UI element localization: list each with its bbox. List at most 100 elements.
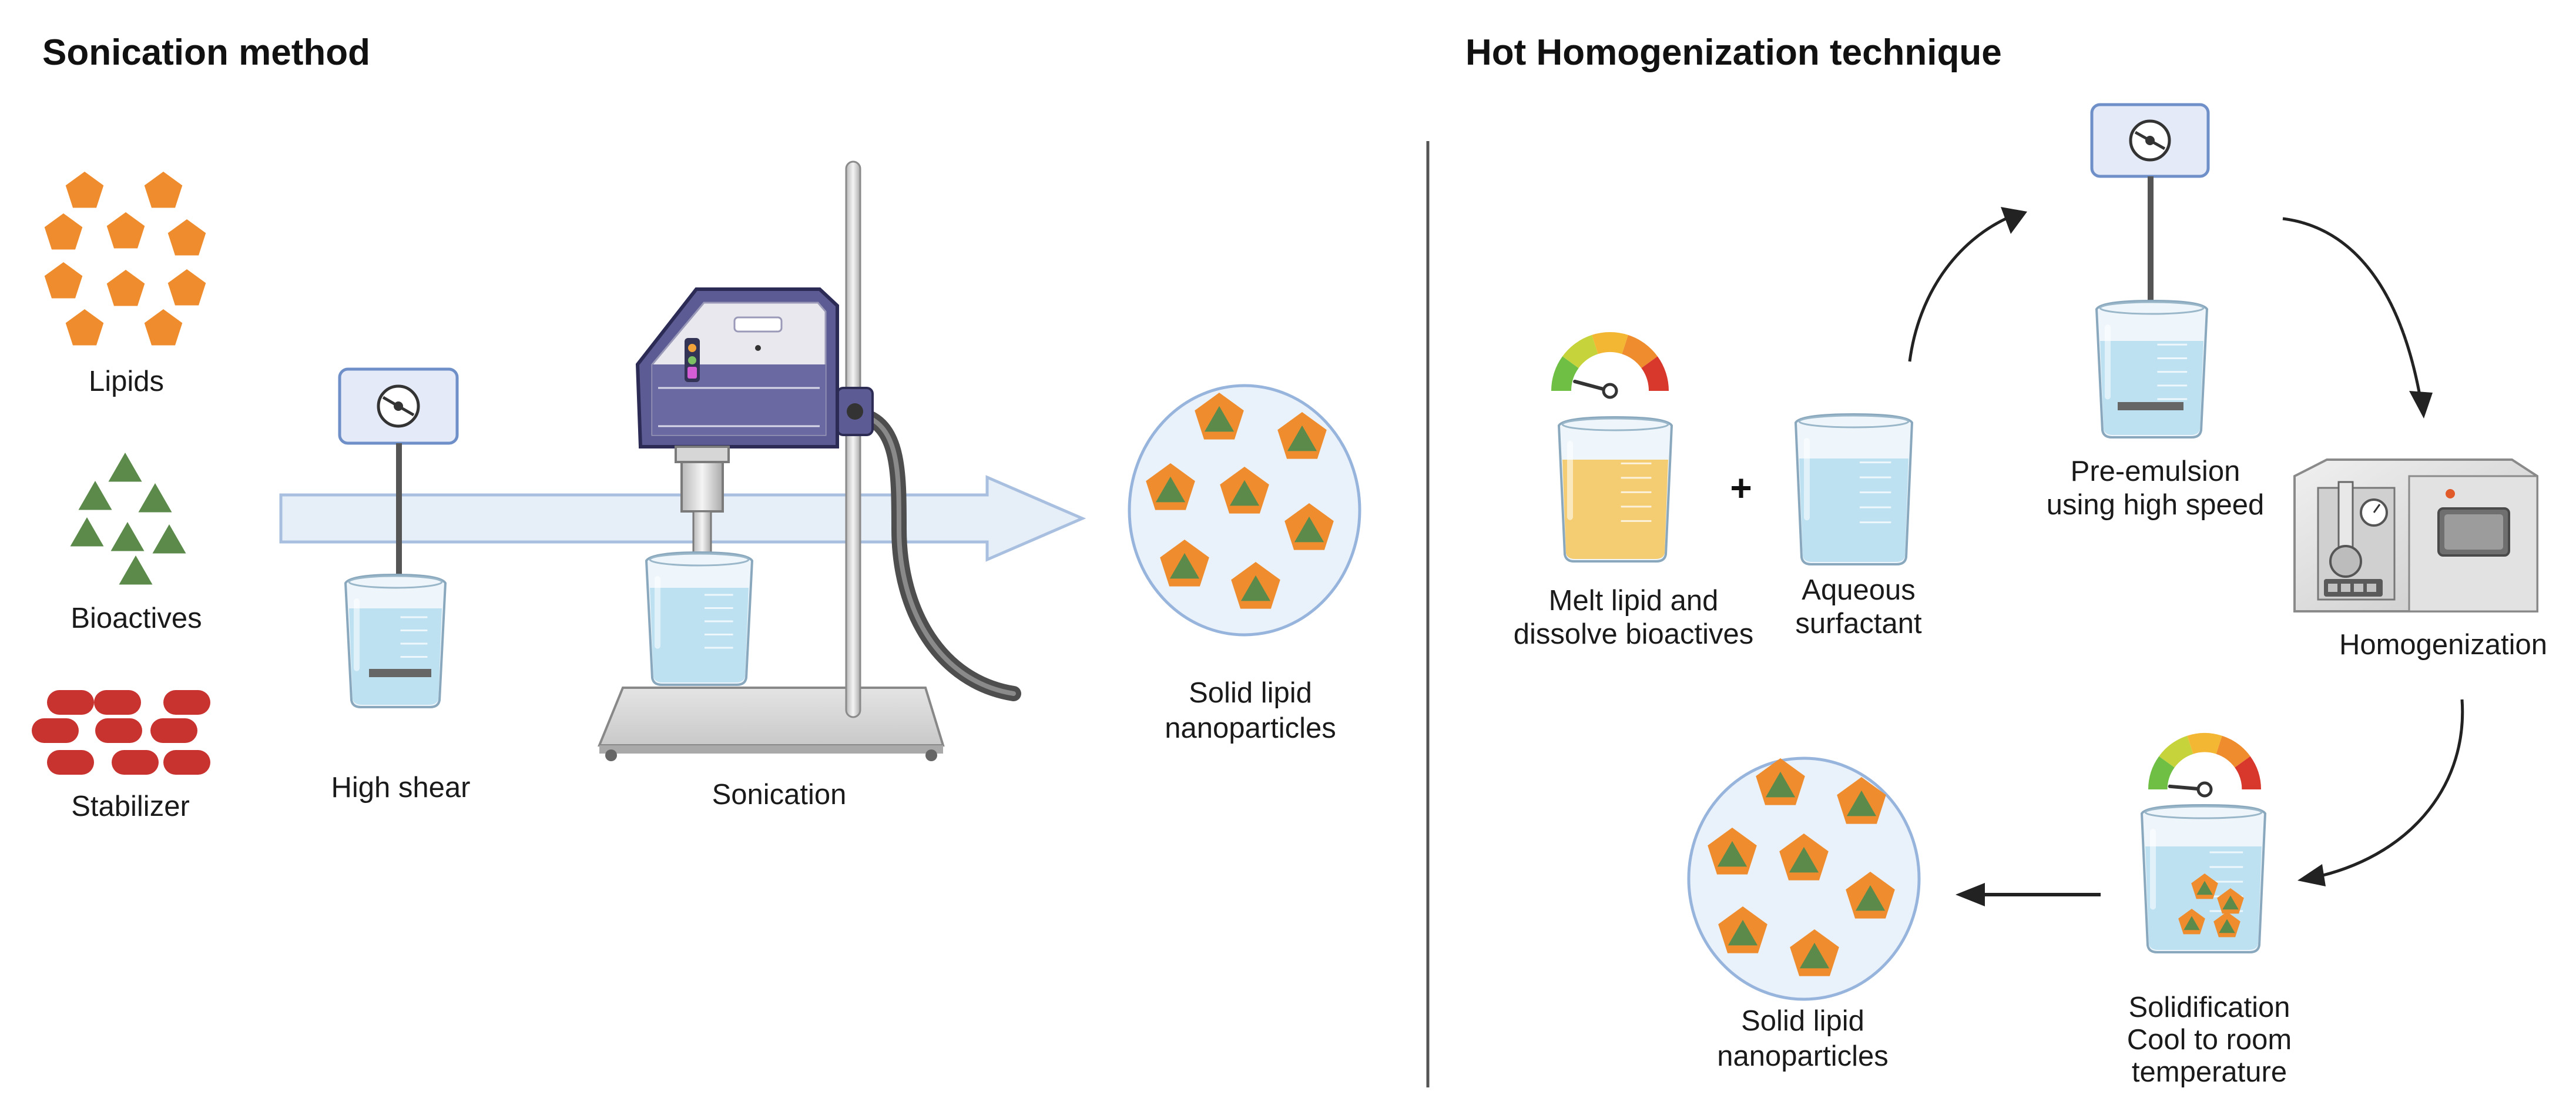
aqueous-surfactant-beaker-icon bbox=[1794, 413, 1914, 565]
lipid-pentagon bbox=[65, 172, 104, 208]
arrowhead-icon bbox=[2297, 864, 2326, 886]
homogenizer-icon bbox=[2293, 458, 2538, 612]
curved-arrow-to-solidification bbox=[2320, 699, 2464, 878]
lipid-pentagon bbox=[144, 309, 183, 346]
sonicator-icon bbox=[598, 160, 1021, 761]
mixer-blade-icon bbox=[369, 669, 431, 677]
bioactive-core bbox=[1155, 476, 1186, 503]
beaker-glare bbox=[1804, 438, 1810, 521]
cooling-gauge-icon bbox=[2148, 733, 2261, 798]
pre-emulsion-label-line1: Pre-emulsion bbox=[2071, 456, 2240, 487]
beaker-liquid bbox=[1799, 458, 1908, 562]
sonication-title: Sonication method bbox=[42, 32, 370, 73]
melt-lipid-beaker-icon bbox=[1557, 416, 1673, 563]
bioactive-core bbox=[1799, 942, 1830, 969]
bioactive-core bbox=[1728, 919, 1758, 946]
lipid-pentagon bbox=[106, 270, 145, 306]
beaker-glare bbox=[2105, 324, 2111, 400]
gauge-hub bbox=[1602, 383, 1618, 399]
beaker-liquid bbox=[1562, 460, 1668, 559]
bioactive-triangle bbox=[110, 522, 145, 551]
beaker-rim bbox=[2099, 301, 2205, 315]
lipid-pentagon bbox=[167, 219, 206, 256]
arrowhead-icon bbox=[2001, 207, 2027, 234]
right-product-label-line1: Solid lipid bbox=[1741, 1005, 1864, 1037]
high-shear-mixer-icon bbox=[338, 367, 459, 672]
beaker-glare bbox=[655, 576, 660, 649]
bioactive-core bbox=[2183, 916, 2200, 930]
stabilizer-capsule bbox=[94, 690, 141, 715]
arrowhead-icon bbox=[1956, 883, 1985, 906]
pre-emulsion-label-line2: using high speed bbox=[2047, 489, 2265, 521]
bioactive-triangle bbox=[152, 524, 186, 554]
stabilizer-capsule bbox=[32, 718, 79, 743]
gauge-segment bbox=[2235, 756, 2261, 789]
lipids-label: Lipids bbox=[89, 366, 164, 397]
beaker-rim bbox=[649, 553, 750, 567]
left-product-label-line1: Solid lipid bbox=[1189, 677, 1312, 709]
bioactive-core bbox=[1240, 575, 1271, 601]
beaker-glare bbox=[2150, 829, 2156, 910]
beaker-rim bbox=[1798, 414, 1910, 429]
bioactives-label: Bioactives bbox=[71, 602, 202, 634]
stabilizer-capsule bbox=[163, 750, 210, 775]
gauge-segment bbox=[1592, 332, 1628, 354]
temperature-gauge-icon bbox=[1551, 332, 1669, 399]
left-product-label-line2: nanoparticles bbox=[1165, 712, 1336, 744]
beaker-liquid bbox=[349, 608, 442, 705]
beaker-nanoparticles-icon bbox=[2178, 873, 2244, 938]
stabilizer-capsule bbox=[163, 690, 210, 715]
high-shear-beaker-icon bbox=[344, 573, 447, 708]
beaker-liquid bbox=[650, 588, 749, 682]
stabilizer-capsule bbox=[95, 718, 142, 743]
bioactive-triangle bbox=[108, 453, 142, 482]
solid-lipid-nanoparticles-icon bbox=[1128, 384, 1361, 637]
gauge-segment bbox=[2148, 756, 2175, 789]
bioactive-triangle bbox=[78, 481, 112, 510]
right-product-label-line2: nanoparticles bbox=[1717, 1040, 1888, 1072]
lipid-pentagon bbox=[167, 269, 206, 306]
gauge-segment bbox=[2159, 735, 2193, 768]
lipids-icon bbox=[44, 172, 206, 346]
beaker-rim bbox=[348, 575, 443, 589]
stabilizer-capsule bbox=[112, 750, 159, 775]
stabilizer-capsule bbox=[47, 750, 94, 775]
bioactive-triangle bbox=[119, 555, 153, 585]
homogenization-label: Homogenization bbox=[2339, 629, 2547, 661]
solidification-label-line2: Cool to room bbox=[2127, 1024, 2292, 1056]
bioactive-core bbox=[2196, 881, 2213, 895]
bioactive-core bbox=[1855, 885, 1886, 911]
bioactive-core bbox=[2222, 895, 2239, 910]
pre-emulsion-mixer-icon bbox=[2090, 103, 2210, 406]
bioactive-core bbox=[1765, 771, 1796, 798]
gauge-segment bbox=[2216, 735, 2250, 768]
gauge-segment bbox=[1622, 334, 1658, 369]
high-shear-label: High shear bbox=[331, 772, 471, 804]
gauge-segment bbox=[1551, 356, 1579, 391]
bioactive-core bbox=[1229, 480, 1260, 506]
bioactive-core bbox=[1287, 425, 1317, 451]
stabilizer-capsule bbox=[150, 718, 197, 743]
stabilizer-icon bbox=[32, 690, 210, 775]
gauge-hub bbox=[2196, 781, 2213, 798]
bioactive-core bbox=[1294, 516, 1324, 543]
beaker-glare bbox=[354, 598, 360, 671]
curved-arrow-to-homogenization bbox=[2282, 217, 2421, 396]
melt-label-line1: Melt lipid and bbox=[1549, 585, 1719, 617]
arrowhead-icon bbox=[2409, 391, 2433, 419]
gauge-segment bbox=[2187, 733, 2222, 754]
aqueous-label-line1: Aqueous bbox=[1802, 574, 1915, 606]
stabilizer-label: Stabilizer bbox=[71, 791, 190, 822]
lipid-pentagon bbox=[106, 212, 145, 249]
bioactive-triangle bbox=[138, 483, 172, 513]
gauge-segment bbox=[1562, 334, 1598, 369]
melt-label-line2: dissolve bioactives bbox=[1514, 618, 1754, 650]
lipid-pentagon bbox=[144, 172, 183, 208]
pre-emulsion-blade-icon bbox=[2118, 402, 2183, 410]
hot-homogenization-title: Hot Homogenization technique bbox=[1465, 32, 2002, 73]
bioactive-core bbox=[1204, 406, 1235, 432]
beaker-rim bbox=[2144, 805, 2263, 819]
beaker-glare bbox=[1567, 441, 1573, 520]
pre-emulsion-beaker-icon bbox=[2095, 299, 2209, 438]
